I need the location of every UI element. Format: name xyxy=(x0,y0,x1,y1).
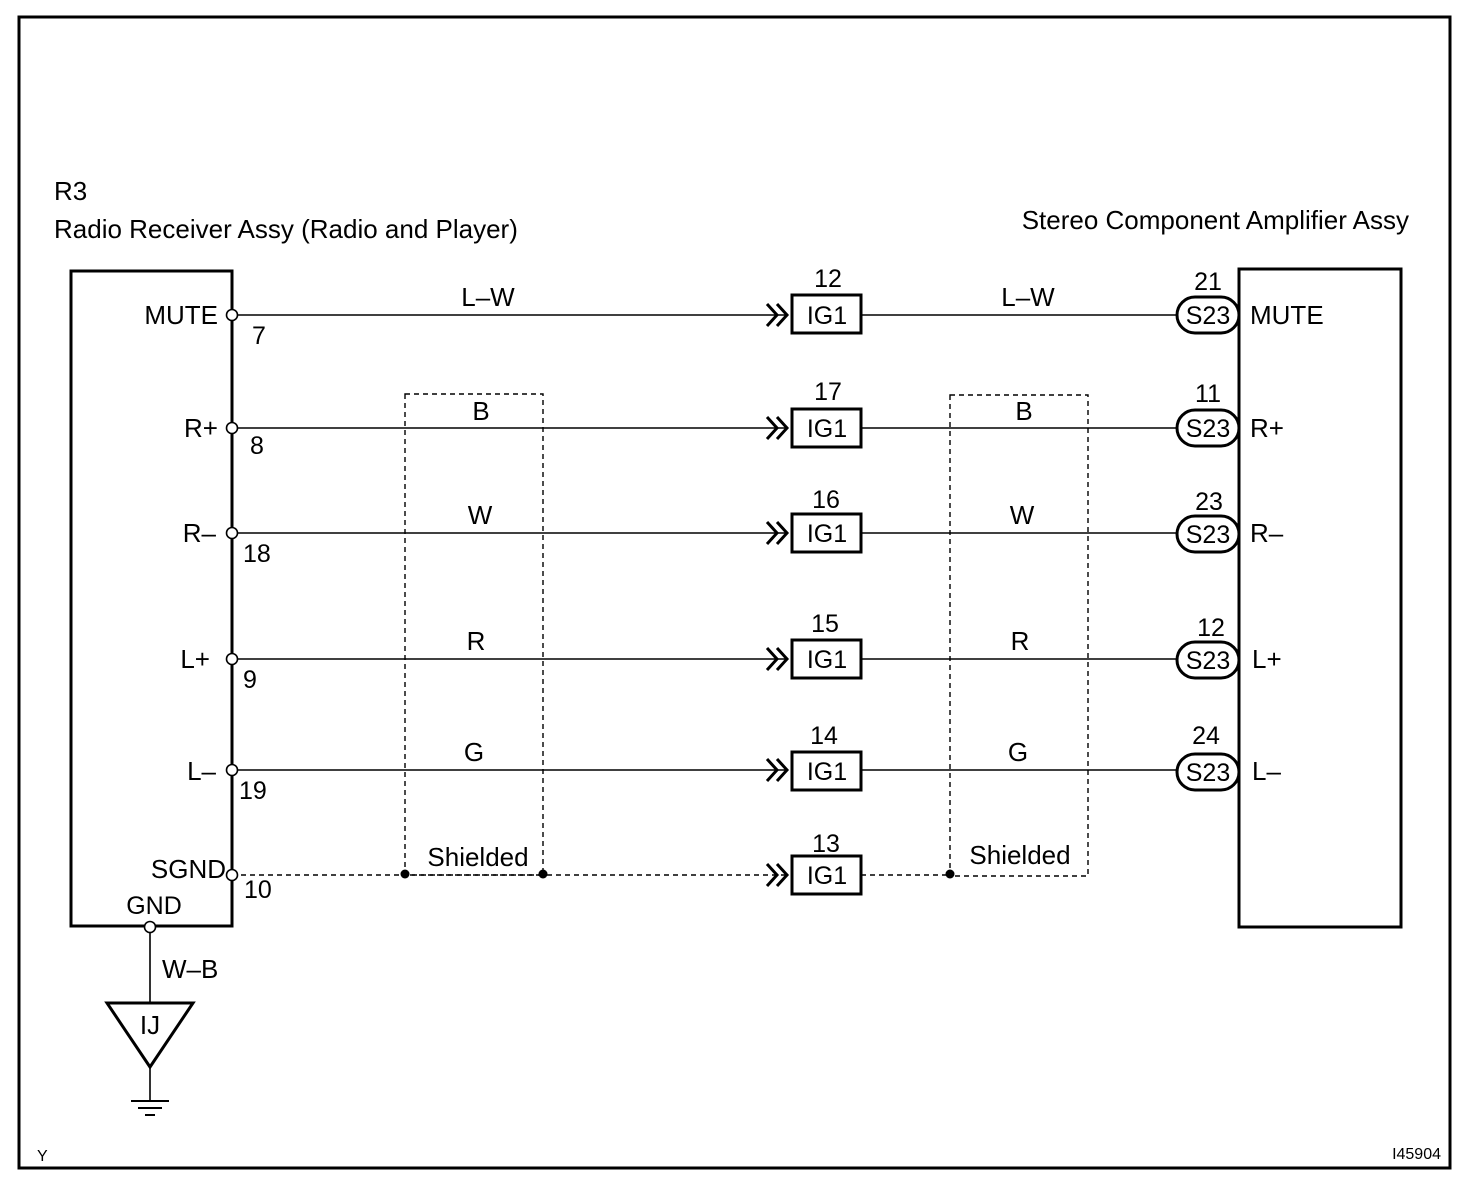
wire-color-right: L–W xyxy=(1001,282,1055,312)
wire-l-plus: L+ 9 R 15 IG1 R 12 S23 L+ xyxy=(180,610,1281,694)
wire-color-right: G xyxy=(1008,737,1028,767)
ground-wire-color: W–B xyxy=(162,954,218,984)
joint-pin-number: 12 xyxy=(814,265,842,293)
right-pin-label: L– xyxy=(1252,756,1281,786)
joint-label: IG1 xyxy=(807,520,847,548)
sgnd-label: SGND xyxy=(151,854,226,884)
left-pin-number: 18 xyxy=(243,540,271,568)
gnd-terminal xyxy=(143,920,157,934)
ground-point-label: IJ xyxy=(140,1010,160,1040)
wire-mute: MUTE 7 L–W 12 IG1 L–W 21 S23 MUTE xyxy=(144,265,1323,350)
right-pin-number: 24 xyxy=(1192,722,1220,750)
joint-label: IG1 xyxy=(807,415,847,443)
wire-color: L–W xyxy=(461,282,515,312)
left-pin-label: R– xyxy=(183,518,217,548)
pin-terminal xyxy=(225,308,239,322)
joint-connector-box xyxy=(790,293,863,335)
pin-terminal xyxy=(225,421,239,435)
right-pin-label: L+ xyxy=(1252,644,1282,674)
shielded-label: Shielded xyxy=(427,842,528,872)
shield-junction-dot xyxy=(400,869,410,879)
left-pin-number: 19 xyxy=(239,777,267,805)
joint-label: IG1 xyxy=(807,646,847,674)
pin-terminal xyxy=(225,763,239,777)
figure-id-label: I45904 xyxy=(1392,1146,1441,1163)
wire-color-right: W xyxy=(1010,500,1035,530)
joint-label: IG1 xyxy=(807,758,847,786)
right-connector-oval xyxy=(1175,295,1241,335)
right-pin-label: MUTE xyxy=(1250,300,1324,330)
wire-color: G xyxy=(464,737,484,767)
left-pin-label: R+ xyxy=(184,413,218,443)
wire-sgnd-shield: SGND 10 Shielded Shielded 13 IG1 xyxy=(151,830,1071,904)
left-pin-number: 9 xyxy=(243,666,257,694)
right-connector-label: S23 xyxy=(1186,521,1230,549)
right-connector-label: S23 xyxy=(1186,759,1230,787)
left-pin-label: L– xyxy=(187,756,216,786)
left-pin-number: 7 xyxy=(252,322,266,350)
right-pin-number: 12 xyxy=(1197,614,1225,642)
right-connector-oval xyxy=(1175,514,1241,554)
joint-pin-number: 16 xyxy=(812,486,840,514)
wire-color: B xyxy=(472,396,489,426)
right-connector-oval xyxy=(1175,752,1241,792)
gnd-label: GND xyxy=(126,892,182,920)
joint-connector-box xyxy=(790,407,863,449)
wire-r-plus: R+ 8 B 17 IG1 B 11 S23 R+ xyxy=(184,378,1284,460)
ground-point-triangle xyxy=(104,1001,196,1070)
shield-junction-dot xyxy=(945,869,955,879)
joint-label: IG1 xyxy=(807,302,847,330)
right-connector-label: S23 xyxy=(1186,415,1230,443)
shielded-label-right: Shielded xyxy=(969,840,1070,870)
wire-color-right: R xyxy=(1011,626,1030,656)
wire-color: W xyxy=(468,500,493,530)
right-pin-number: 21 xyxy=(1194,268,1222,296)
radio-receiver-box xyxy=(69,269,234,928)
amplifier-box xyxy=(1237,267,1403,929)
wire-l-minus: L– 19 G 14 IG1 G 24 S23 L– xyxy=(187,722,1281,805)
left-pin-number: 8 xyxy=(250,432,264,460)
wire-color-right: B xyxy=(1015,396,1032,426)
corner-label-left: Y xyxy=(37,1148,48,1165)
joint-pin-number: 15 xyxy=(811,610,839,638)
wire-color: R xyxy=(467,626,486,656)
right-pin-label: R+ xyxy=(1250,413,1284,443)
left-component-code: R3 xyxy=(54,176,87,206)
shield-box-right xyxy=(949,394,1089,877)
right-connector-oval xyxy=(1175,408,1241,448)
pin-terminal xyxy=(225,868,239,882)
shield-junction-dot xyxy=(538,869,548,879)
joint-connector-box xyxy=(790,750,863,792)
ground-circuit: GND W–B IJ xyxy=(104,892,218,1116)
right-pin-label: R– xyxy=(1250,518,1284,548)
shield-box-left xyxy=(404,393,544,876)
joint-connector-box xyxy=(790,854,863,896)
joint-pin-number: 17 xyxy=(814,378,842,406)
right-pin-number: 23 xyxy=(1195,488,1223,516)
left-pin-label: MUTE xyxy=(144,300,218,330)
left-component-name: Radio Receiver Assy (Radio and Player) xyxy=(54,214,518,244)
joint-pin-number: 14 xyxy=(810,722,838,750)
joint-label: IG1 xyxy=(807,862,847,890)
wire-r-minus: R– 18 W 16 IG1 W 23 S23 R– xyxy=(183,486,1284,568)
pin-terminal xyxy=(225,652,239,666)
right-connector-label: S23 xyxy=(1186,302,1230,330)
joint-pin-number: 13 xyxy=(812,830,840,858)
joint-connector-box xyxy=(790,638,863,680)
diagram-frame xyxy=(17,15,1452,1170)
joint-connector-box xyxy=(790,512,863,554)
right-connector-label: S23 xyxy=(1186,647,1230,675)
right-pin-number: 11 xyxy=(1195,380,1221,408)
left-pin-label: L+ xyxy=(180,644,210,674)
pin-terminal xyxy=(225,526,239,540)
sgnd-pin-number: 10 xyxy=(244,876,272,904)
right-component-name: Stereo Component Amplifier Assy xyxy=(1022,205,1409,235)
right-connector-oval xyxy=(1175,640,1241,680)
